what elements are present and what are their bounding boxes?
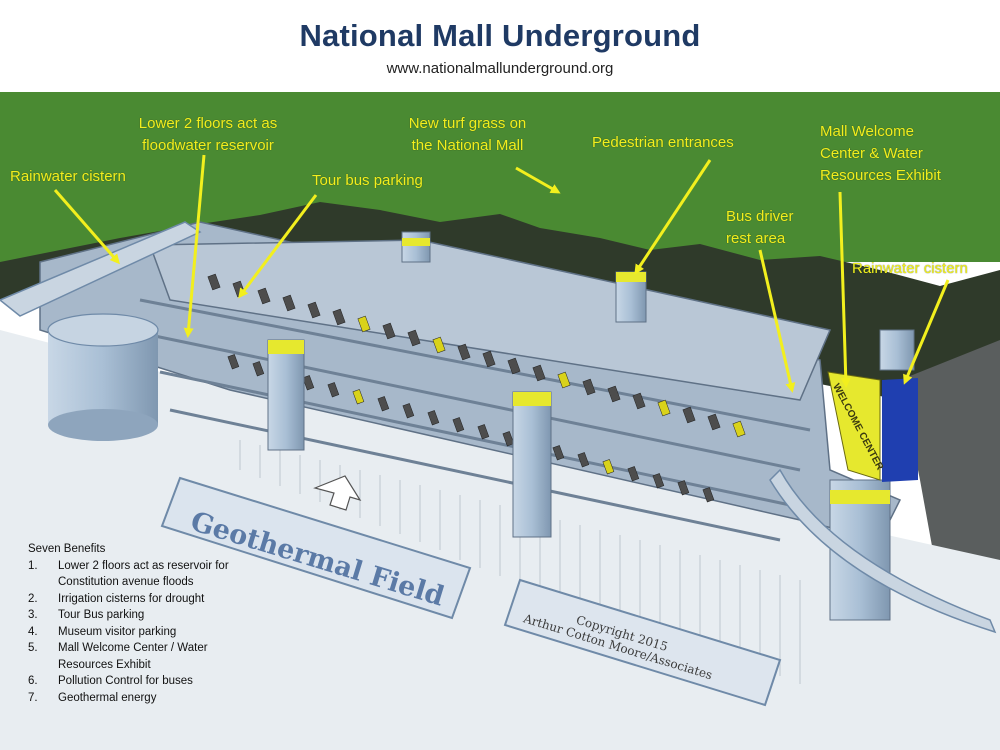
label-pedestrian-entrances: Pedestrian entrances xyxy=(592,134,734,151)
label-tour-bus-parking: Tour bus parking xyxy=(312,172,423,189)
label-rainwater-cistern-left: Rainwater cistern xyxy=(10,168,126,185)
seven-benefits-list: Seven Benefits 1.Lower 2 floors act as r… xyxy=(28,541,229,706)
rainwater-cistern-tank-left xyxy=(47,313,159,441)
benefit-item: 3.Tour Bus parking xyxy=(28,609,145,621)
copyright-plaque xyxy=(503,578,782,707)
label-turf-grass: New turf grass on the National Mall xyxy=(408,115,527,154)
benefit-item: 6.Pollution Control for buses xyxy=(28,675,193,687)
top-deck xyxy=(148,239,832,401)
geothermal-field-plaque xyxy=(160,476,472,620)
benefit-item: 4.Museum visitor parking xyxy=(28,625,177,638)
exit-ramp xyxy=(769,468,997,634)
water-resources-exhibit xyxy=(882,378,918,482)
page-title: National Mall Underground xyxy=(299,18,701,53)
pedestrian-entrance-towers xyxy=(267,231,915,621)
website-url: www.nationalmallunderground.org xyxy=(386,60,614,77)
label-welcome-center: Mall Welcome Center & Water Resources Ex… xyxy=(820,123,941,184)
benefit-item: 7.Geothermal energy xyxy=(28,691,157,704)
welcome-center xyxy=(827,371,881,481)
benefits-heading: Seven Benefits xyxy=(28,543,106,555)
rock-texture xyxy=(900,340,1000,600)
label-arrows xyxy=(53,154,950,393)
geothermal-arrow xyxy=(313,475,362,511)
rainwater-cistern-deck-left xyxy=(0,221,202,317)
benefit-item: 2.Irrigation cisterns for drought xyxy=(28,592,205,605)
label-floodwater-reservoir: Lower 2 floors act as floodwater reservo… xyxy=(138,115,278,154)
buses xyxy=(207,273,746,503)
label-rainwater-cistern-right: Rainwater cistern xyxy=(852,260,968,277)
label-bus-driver-rest-area: Bus driver rest area xyxy=(726,208,794,247)
